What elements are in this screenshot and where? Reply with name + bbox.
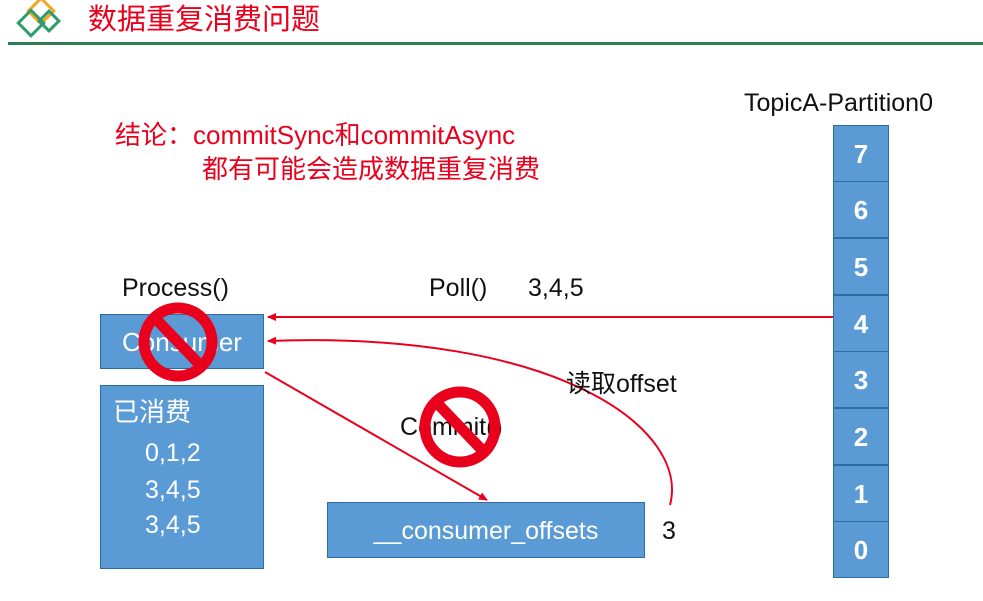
poll-values: 3,4,5 [528,274,584,302]
consumed-row: 0,1,2 [145,439,201,467]
read-offset-arrow [267,336,673,506]
consumed-box: 已消费 0,1,2 3,4,5 3,4,5 [100,385,264,569]
partition-cell: 3 [833,351,889,408]
partition-cell: 5 [833,238,889,295]
partition-column: 7 6 5 4 3 2 1 0 [833,125,889,578]
prohibited-icon [138,302,218,382]
partition-cell: 0 [833,521,889,578]
conclusion-line-2: 都有可能会造成数据重复消费 [202,154,541,184]
diamond-logo-icon [16,0,62,38]
commit-arrow [264,371,488,501]
consumed-row: 3,4,5 [145,511,201,539]
poll-label: Poll() [429,274,488,302]
offset-value: 3 [662,517,676,545]
consumer-offsets-box: __consumer_offsets [327,502,645,558]
read-offset-label: 读取offset [566,370,677,398]
partition-cell: 1 [833,465,889,522]
conclusion-line-1: 结论：commitSync和commitAsync [115,120,516,150]
consumed-title: 已消费 [113,397,192,427]
title-divider [8,42,983,45]
partition-cell: 7 [833,125,889,182]
process-label: Process() [122,274,229,302]
partition-cell: 6 [833,181,889,238]
slide-title: 数据重复消费问题 [88,4,321,36]
conclusion-text: 结论：commitSync和commitAsync 都有可能会造成数据重复消费 [115,118,540,186]
prohibited-icon [419,386,501,468]
topic-partition-label: TopicA-Partition0 [744,89,933,117]
consumed-row: 3,4,5 [145,476,201,504]
partition-cell: 2 [833,408,889,465]
